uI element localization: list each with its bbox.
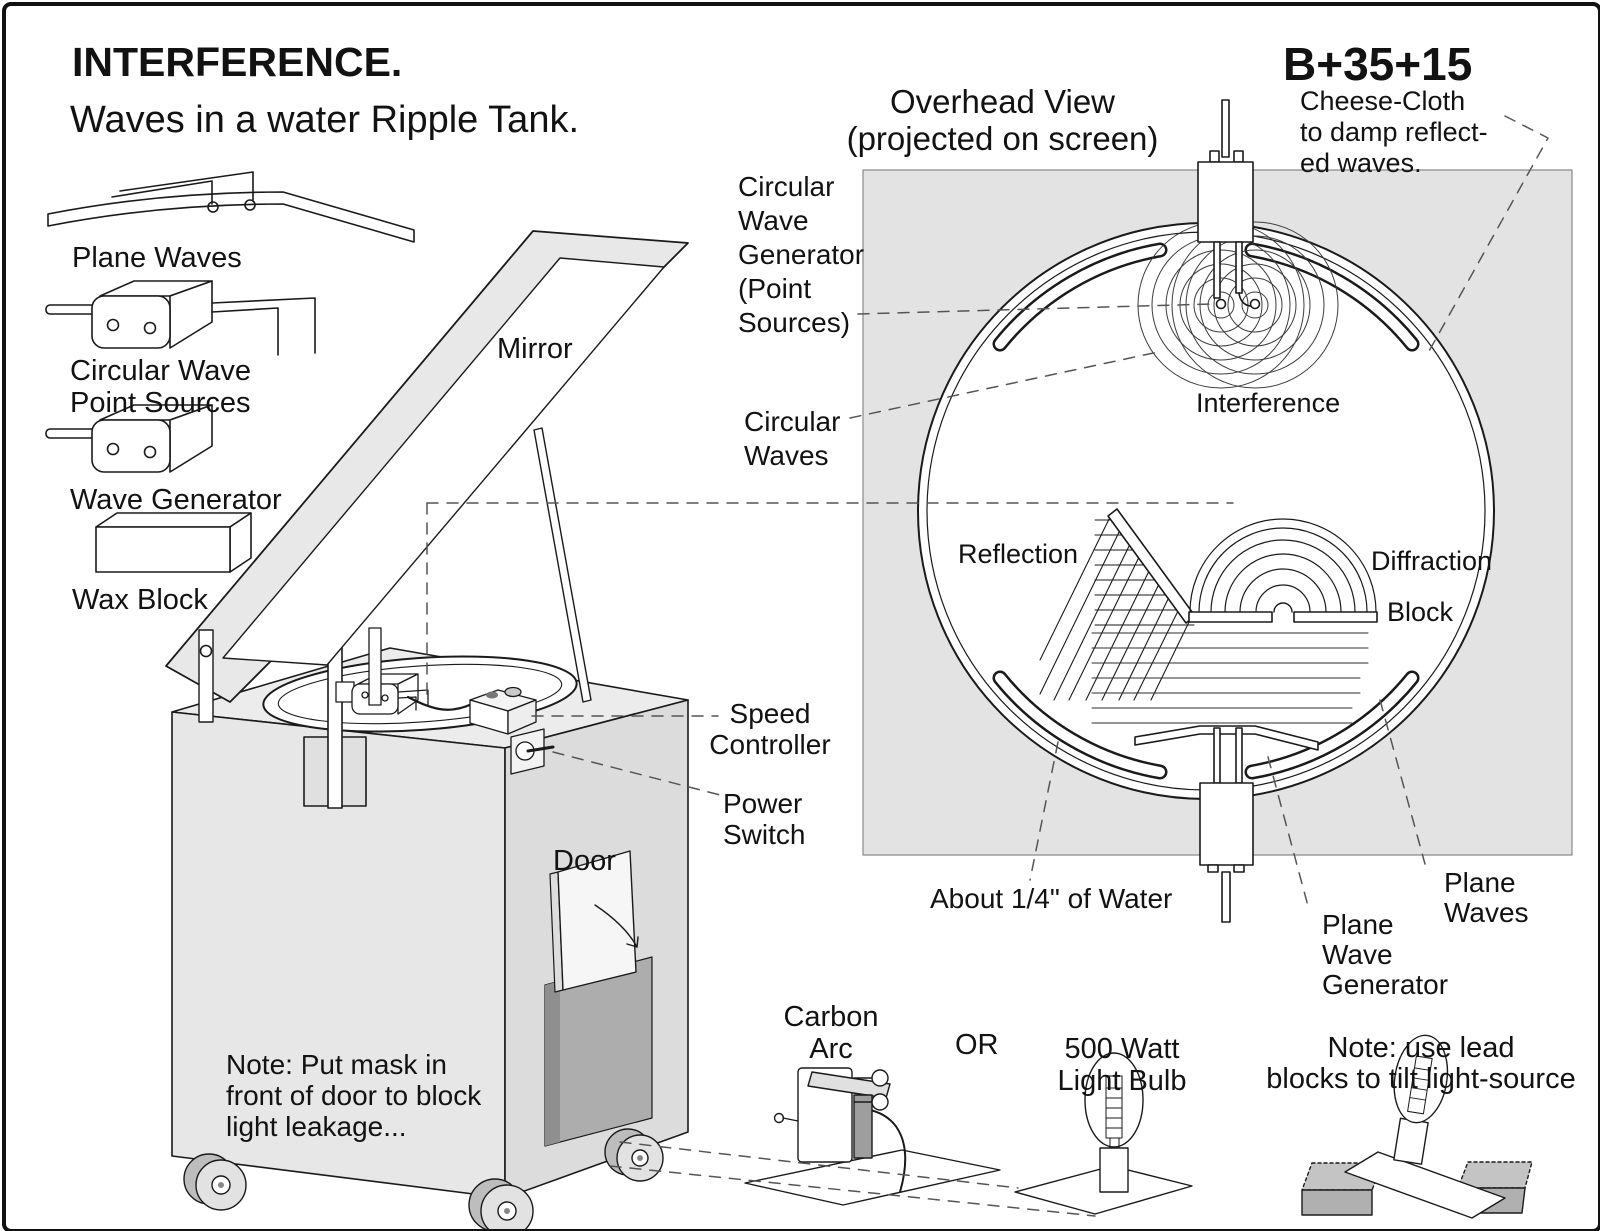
speed-controller-label: Speed Controller <box>709 698 831 760</box>
water-depth-label: About 1/4" of Water <box>930 883 1173 914</box>
power-switch-pointer <box>552 751 721 796</box>
wax-block-icon <box>95 512 252 573</box>
power-cord <box>406 695 474 711</box>
water-depth-pointer <box>1029 741 1059 881</box>
plane-wave-lines <box>1091 632 1369 724</box>
or-label: OR <box>955 1029 999 1061</box>
block-label: Block <box>1387 597 1454 627</box>
mask-note: Note: Put mask in front of door to block… <box>226 1049 482 1142</box>
overhead-view-drawing <box>862 99 1573 923</box>
plane-waves-icon <box>47 171 415 243</box>
reflection-label: Reflection <box>958 539 1079 569</box>
point-sources-icon <box>45 280 316 356</box>
block-left <box>1188 611 1273 623</box>
tilted-bulb <box>1393 1034 1449 1165</box>
interference-label: Interference <box>1196 388 1341 418</box>
door-swing-arrow <box>594 904 638 948</box>
power-switch-label: Power Switch <box>723 788 806 850</box>
wave-generator-label: Wave Generator <box>70 484 282 516</box>
door-flap <box>549 850 639 993</box>
caster-wheels <box>183 1128 664 1231</box>
mirror-drawing <box>165 230 689 723</box>
page-title: INTERFERENCE. <box>72 39 403 85</box>
light-source-drawings <box>744 1034 1533 1219</box>
diffraction-label: Diffraction <box>1371 546 1493 576</box>
mirror-strut <box>533 427 592 703</box>
lead-note-label: Note: use lead blocks to tilt light-sour… <box>1266 1032 1576 1095</box>
speed-controller-drawing <box>469 686 537 735</box>
circular-waves-pointer <box>849 351 1159 419</box>
block-right <box>1293 611 1378 623</box>
reflection-demo <box>1039 508 1196 701</box>
plane-wave-generator-drawing <box>1134 725 1319 923</box>
plane-waves-label: Plane Waves <box>72 242 242 274</box>
overhead-view-title: Overhead View (projected on screen) <box>846 83 1159 157</box>
circular-waves-label: Circular Waves <box>744 406 841 471</box>
plane-waves-right-label: Plane Waves <box>1444 867 1529 929</box>
pwg-pointer <box>1267 756 1309 907</box>
mirror-support-rod <box>198 629 214 723</box>
catalog-code: B+35+15 <box>1283 38 1473 90</box>
mirror-glass <box>222 257 665 666</box>
callout-lines <box>426 115 1549 1217</box>
circular-wave-generator-drawing <box>1197 99 1261 310</box>
power-switch-drawing <box>510 728 555 775</box>
plane-wave-generator-label: Plane Wave Generator <box>1322 909 1449 1001</box>
cheese-cloth-label: Cheese-Cloth to damp reflect- ed waves. <box>1300 86 1488 179</box>
point-sources-label: Circular Wave Point Sources <box>70 355 252 419</box>
generator-post <box>327 639 343 809</box>
carbon-arc-drawing <box>744 1067 1001 1206</box>
plane-waves-pointer <box>1379 699 1426 865</box>
diffraction-demo <box>1188 518 1378 623</box>
mirror-label: Mirror <box>497 333 573 365</box>
circular-wave-generator-label: Circular Wave Generator (Point Sources) <box>738 171 865 338</box>
door-label: Door <box>553 845 616 877</box>
legend-icons <box>45 171 415 573</box>
wax-block-label: Wax Block <box>72 584 208 616</box>
light-bulb-label: 500 Watt Light Bulb <box>1057 1033 1187 1098</box>
light-bulb-drawing <box>1014 1052 1193 1215</box>
carbon-arc-label: Carbon Arc <box>783 1001 879 1066</box>
cabinet-drawing <box>171 639 689 1231</box>
lead-blocks-drawing <box>1301 1034 1533 1219</box>
light-path-line-2 <box>609 1165 1096 1217</box>
cheese-cloth-pointer <box>1427 115 1549 354</box>
cheese-cloth-slots <box>992 242 1420 780</box>
page-subtitle: Waves in a water Ripple Tank. <box>70 99 580 141</box>
light-path-line-1 <box>619 1141 1019 1189</box>
wave-generator-icon <box>45 404 213 473</box>
